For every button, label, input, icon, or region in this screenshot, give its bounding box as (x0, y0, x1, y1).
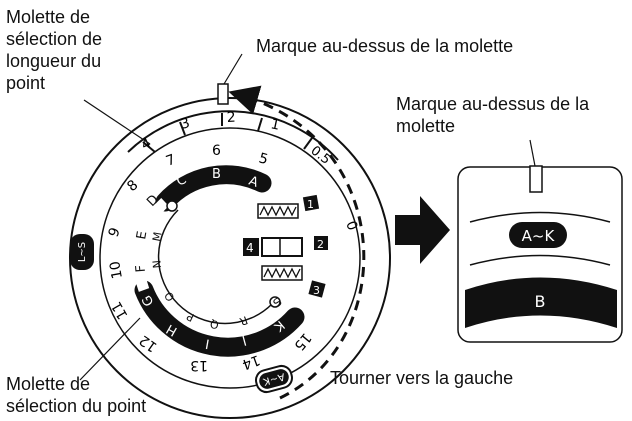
zoom-arrow (395, 196, 450, 264)
ls-button-label: L~S (77, 242, 88, 262)
letter-I: I (204, 335, 210, 350)
box-2 (314, 236, 328, 250)
length-tick (257, 117, 263, 132)
hole-marker-top (166, 200, 178, 212)
stitch-dial-ring (99, 127, 361, 389)
letter-E: E (134, 230, 150, 241)
ak-button-inner (259, 369, 289, 389)
turn-left-label: Tourner vers la gauche (330, 368, 514, 388)
top-mark-leader (223, 53, 243, 85)
box-3 (308, 280, 326, 298)
zigzag-stitch-symbol-lower (261, 265, 303, 281)
ls-button (70, 234, 94, 270)
length-dial-label-line: longueur du (6, 51, 102, 71)
inner-letter-arc (157, 209, 273, 325)
zoom-ak-label: A~K (522, 227, 556, 245)
letter-P: P (184, 309, 196, 324)
length-tick (142, 141, 156, 153)
top-mark-label: Marque au-dessus de la molette (256, 36, 514, 56)
length-dial-label-line: point (6, 73, 46, 93)
length-scale-1: 1 (269, 116, 281, 134)
box-1-label: 1 (307, 198, 314, 211)
stitch-number-5: 5 (257, 150, 270, 168)
box-3-label: 3 (313, 284, 320, 297)
length-dial-label-line: sélection de (6, 29, 103, 49)
stitch-dial-label-line: sélection du point (6, 396, 147, 416)
top-mark (217, 83, 229, 105)
zoom-black-band (465, 277, 617, 328)
letter-Q: Q (209, 317, 219, 331)
letter-band-left (133, 197, 169, 292)
zoom-mark-label-line: Marque au-dessus de la (396, 94, 590, 114)
length-scale-2: 2 (226, 110, 236, 126)
zoom-mark-leader (529, 139, 536, 167)
stitch-dial-leader (79, 317, 141, 381)
length-dial-label-line: Molette de (6, 7, 91, 27)
letter-M: M (150, 231, 164, 243)
letter-R: R (237, 313, 249, 328)
left-indicator-label: 4 (246, 241, 254, 255)
letter-J: J (240, 332, 249, 348)
letter-F: F (133, 264, 149, 273)
length-dial-leader (83, 99, 151, 145)
zoom-mark-label-line: molette (396, 116, 456, 136)
zoom-mark-label: Marque au-dessus de la molette (396, 93, 589, 137)
stitch-dial-label: Molette de sélection du point (6, 373, 146, 417)
stitch-number-13: 13 (190, 357, 208, 373)
length-dial-label: Molette de sélection de longueur du poin… (6, 6, 102, 94)
stitch-dial-label-line: Molette de (6, 374, 91, 394)
hole-marker-bottom (269, 296, 281, 308)
zigzag-stitch-symbol (257, 203, 299, 219)
letter-N: N (150, 260, 164, 269)
zoom-arc-2 (469, 254, 611, 266)
letter-band-bottom (134, 280, 305, 357)
straight-stitch-symbol (261, 237, 303, 257)
letter-B: B (212, 167, 221, 182)
stitch-number-10: 10 (107, 260, 126, 280)
zoom-mark (529, 165, 543, 193)
box-2-label: 2 (317, 238, 324, 251)
turn-direction-arrow (228, 85, 366, 400)
length-scale-3: 3 (179, 115, 192, 133)
zoom-arc-1 (469, 211, 611, 223)
left-indicator (243, 238, 259, 256)
stitch-number-14: 14 (240, 351, 262, 372)
zoom-b-label: B (535, 292, 546, 311)
zoom-ak-button (509, 222, 567, 248)
length-tick (303, 137, 313, 150)
stitch-number-11: 11 (109, 299, 132, 322)
stitch-number-6: 6 (212, 143, 221, 159)
length-tick (179, 121, 186, 136)
letter-band-top (155, 165, 272, 212)
box-1 (302, 194, 320, 212)
